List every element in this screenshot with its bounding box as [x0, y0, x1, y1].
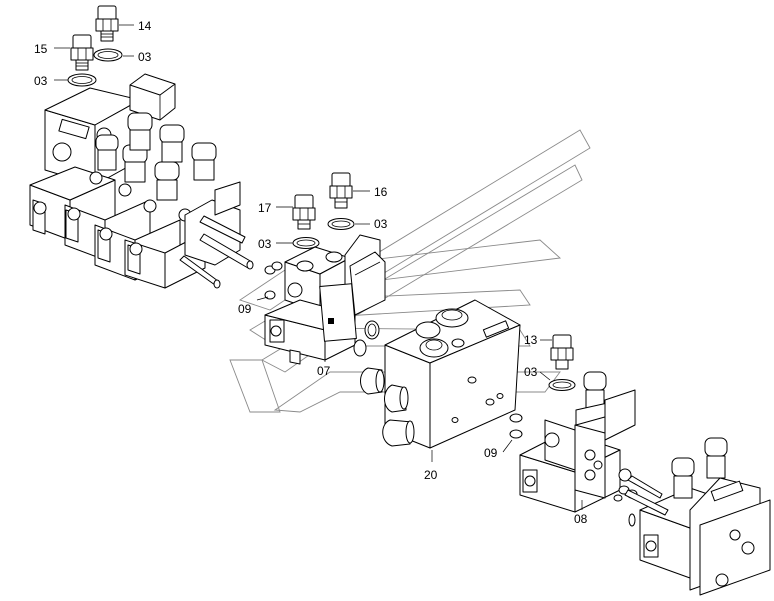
fitting-17 [292, 194, 316, 230]
leader-lines [54, 24, 583, 510]
label-03-b: 03 [34, 74, 48, 88]
label-09-a: 09 [238, 302, 252, 316]
valve-bank-bottom-right [624, 437, 771, 596]
label-20: 20 [424, 468, 438, 482]
oring-03-middle-right [327, 218, 355, 230]
valve-section-07 [264, 234, 386, 365]
label-03-a: 03 [138, 50, 152, 64]
fitting-15 [70, 34, 94, 71]
label-03-c: 03 [374, 217, 388, 231]
label-14: 14 [138, 19, 152, 33]
oring-03-upper-right [93, 48, 123, 62]
oring-07-side [364, 320, 380, 340]
valve-bank-top-left [29, 73, 254, 289]
oring-03-upper-left [67, 73, 97, 87]
fitting-16 [329, 172, 353, 209]
label-09-b: 09 [484, 446, 498, 460]
label-03-e: 03 [524, 365, 538, 379]
fitting-14 [95, 5, 119, 42]
label-03-d: 03 [258, 237, 272, 251]
label-17: 17 [258, 201, 272, 215]
oring-pair-lower [509, 413, 523, 439]
label-13: 13 [524, 333, 538, 347]
manifold-block-20 [360, 299, 521, 449]
label-08: 08 [574, 512, 588, 526]
oring-pair-upper [264, 261, 283, 300]
fitting-13 [550, 334, 574, 370]
label-15: 15 [34, 42, 48, 56]
oring-03-right [548, 379, 576, 391]
label-07: 07 [317, 364, 331, 378]
label-16: 16 [374, 185, 388, 199]
